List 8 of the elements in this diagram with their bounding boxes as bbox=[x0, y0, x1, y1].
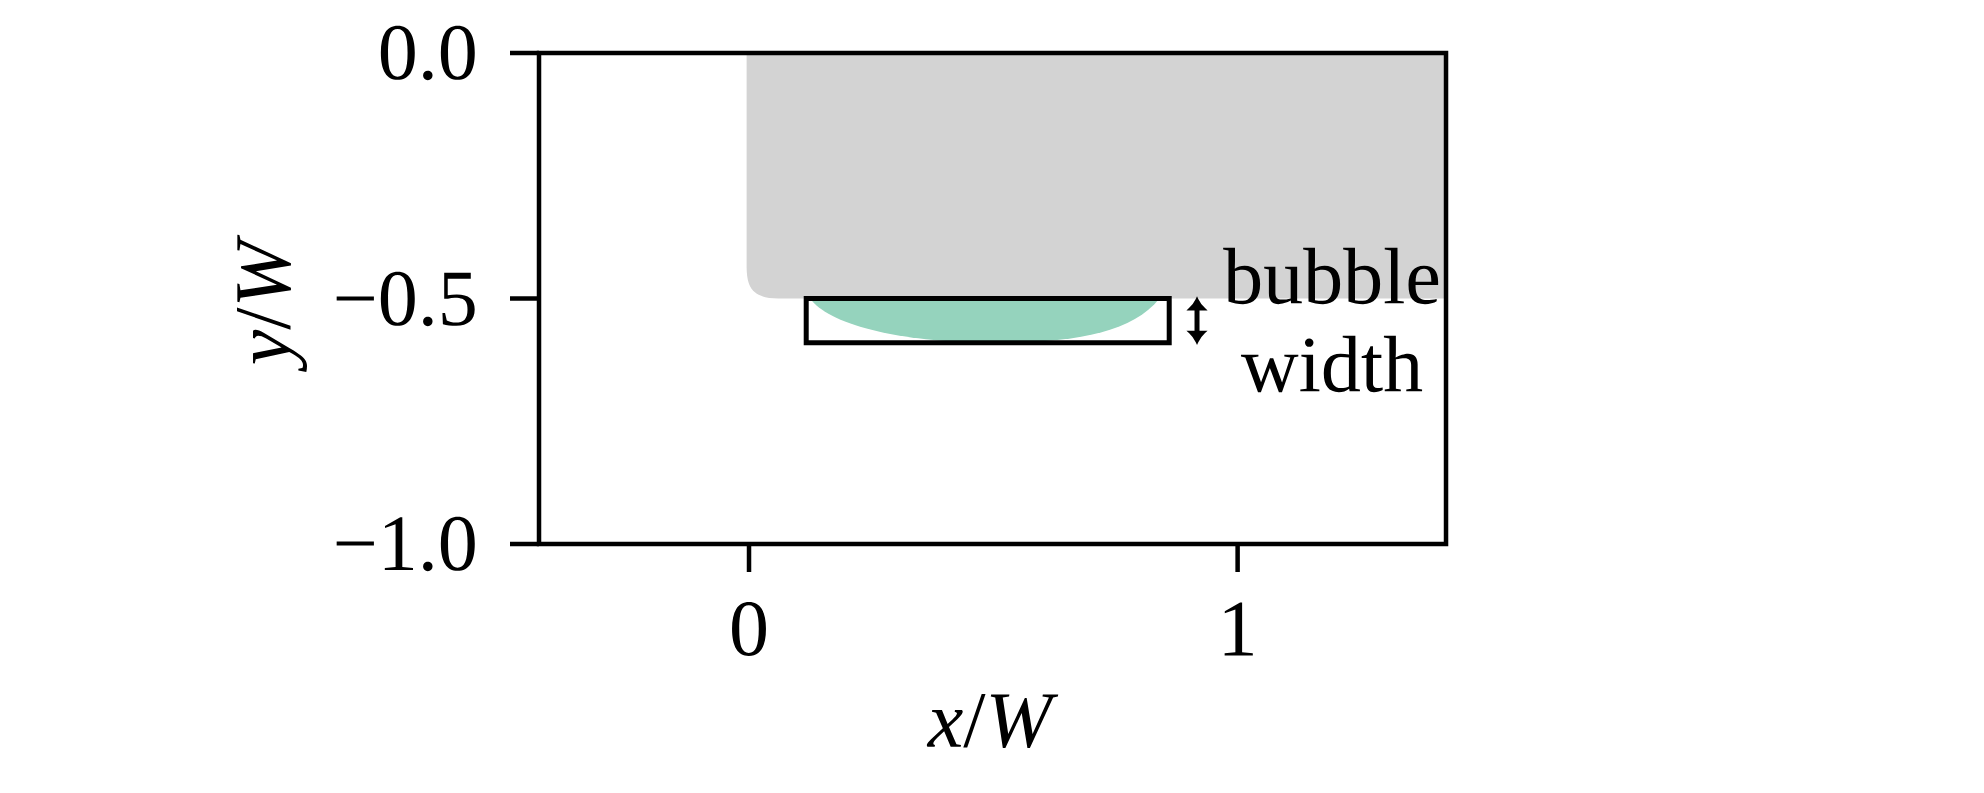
axis-label: y/W bbox=[237, 234, 307, 372]
tick-label: 1 bbox=[1224, 602, 1253, 656]
annotation-label: bubble width bbox=[1223, 247, 1439, 393]
axis-label: x/W bbox=[926, 694, 1059, 748]
tick-label: 0 bbox=[732, 602, 766, 656]
tick-label: −1.0 bbox=[336, 516, 475, 572]
tick-label: 0.0 bbox=[380, 25, 475, 81]
tick-label: −0.5 bbox=[336, 271, 475, 327]
